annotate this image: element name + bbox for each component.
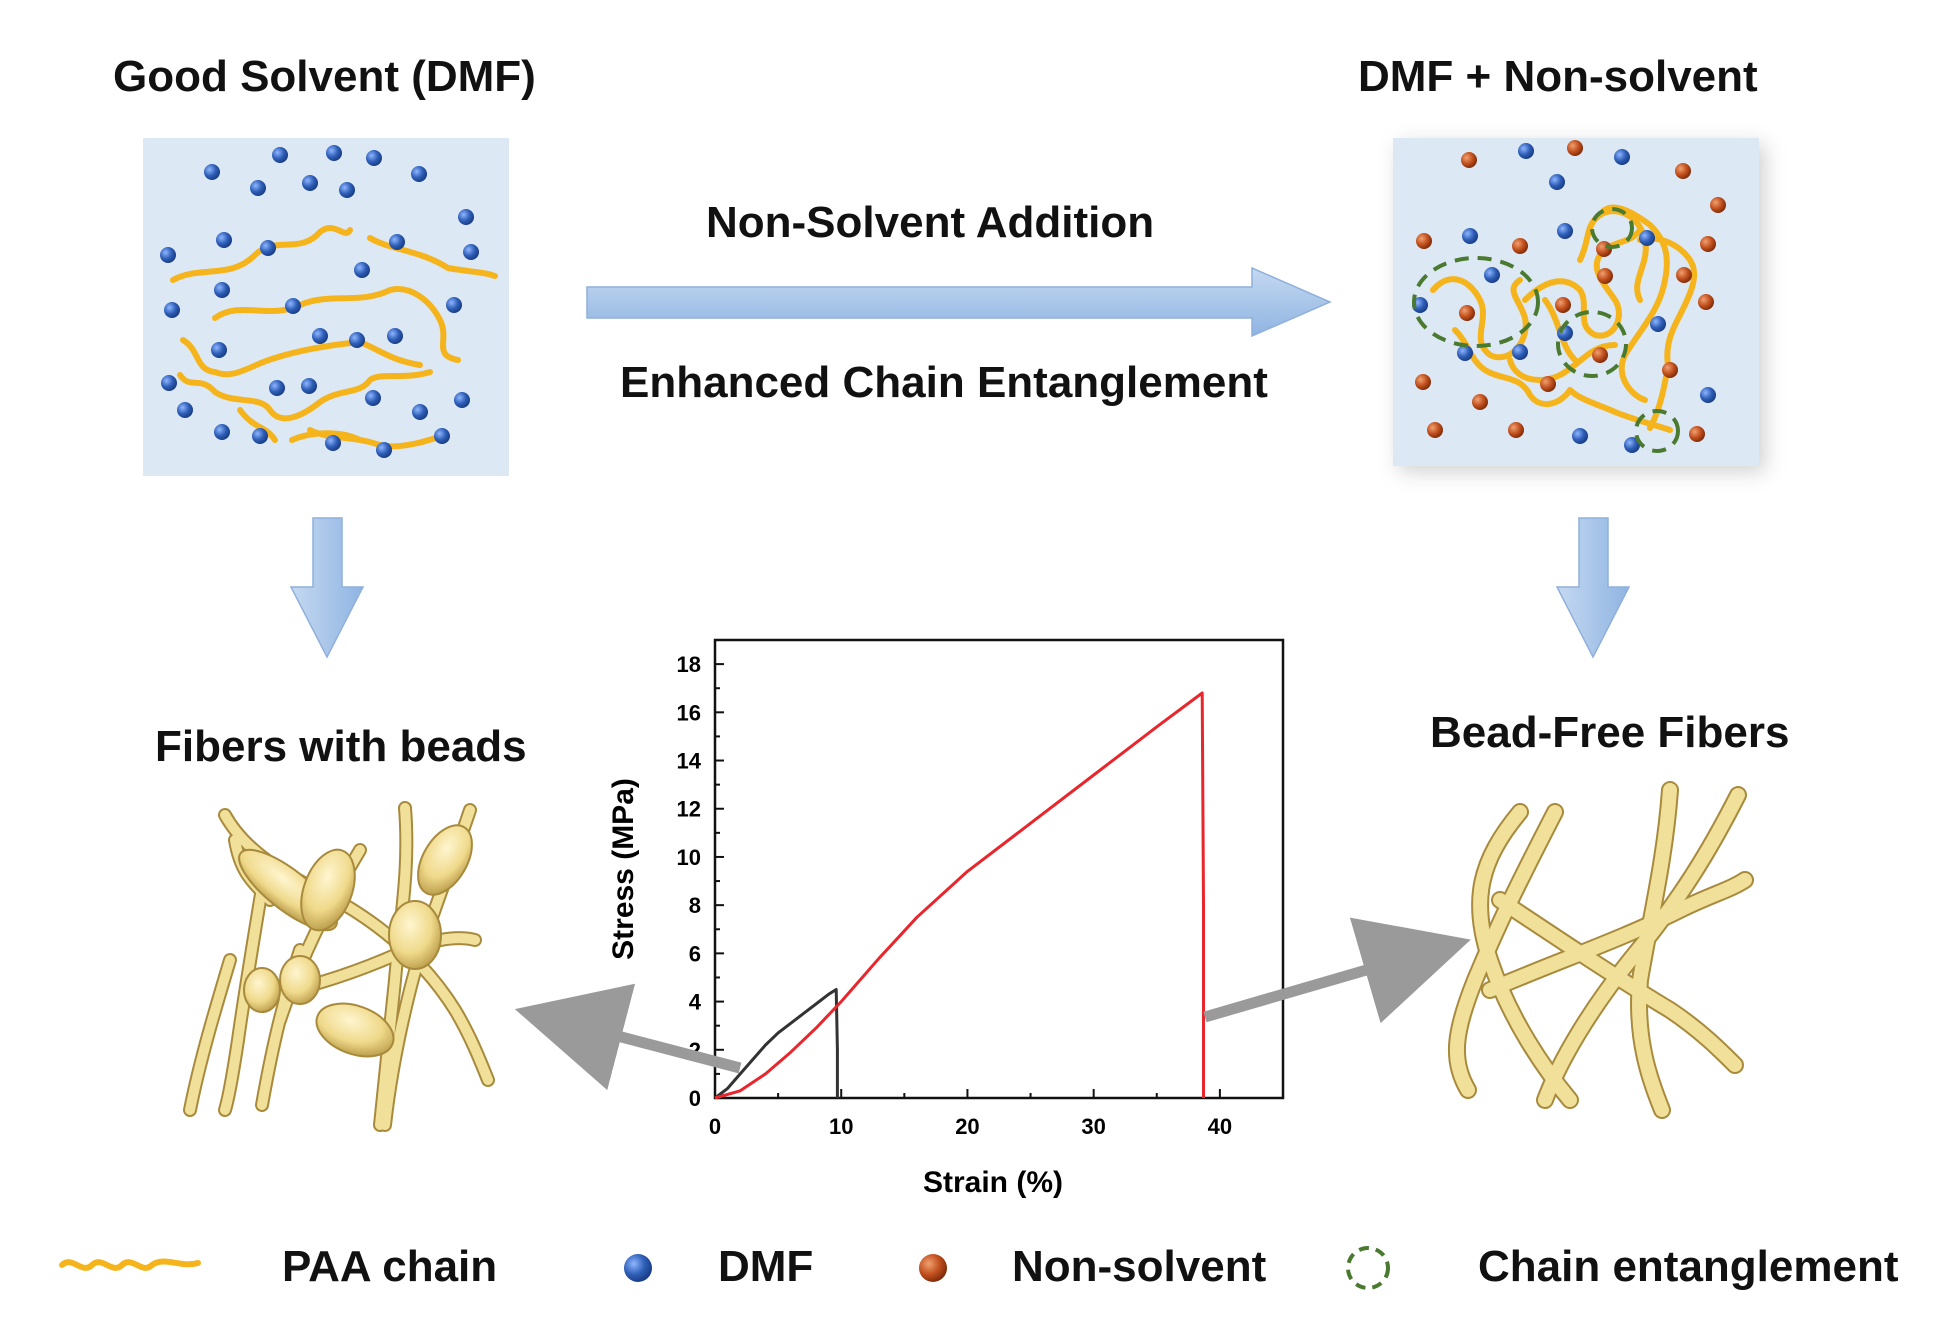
x-tick-label: 30 xyxy=(1081,1114,1105,1139)
paa-chain-icon xyxy=(59,1258,201,1271)
process-bottom-label: Enhanced Chain Entanglement xyxy=(620,358,1268,407)
y-tick-label: 18 xyxy=(677,652,701,677)
y-axis-label: Stress (MPa) xyxy=(607,778,640,960)
bead-free-fibers-illustration xyxy=(1447,781,1754,1119)
legend-non-solvent: Non-solvent xyxy=(1012,1242,1267,1291)
dmf-icon xyxy=(624,1254,652,1282)
left-down-arrow xyxy=(289,517,365,659)
process-arrow xyxy=(586,266,1332,338)
pointer-arrow-right xyxy=(1203,917,1471,1024)
beaded-fibers-illustration xyxy=(183,801,495,1132)
x-tick-label: 10 xyxy=(829,1114,853,1139)
pointer-arrow-left xyxy=(514,983,742,1091)
y-tick-label: 4 xyxy=(689,990,702,1015)
y-tick-label: 0 xyxy=(689,1086,701,1111)
dmf-molecules-right xyxy=(1412,143,1716,453)
y-tick-label: 10 xyxy=(677,845,701,870)
right-down-arrow xyxy=(1555,517,1631,659)
entanglement-icon xyxy=(1346,1246,1390,1290)
left-panel-title: Good Solvent (DMF) xyxy=(113,52,536,101)
non-solvent-molecules xyxy=(1415,140,1726,442)
series-line-1 xyxy=(714,988,839,1100)
entanglement-markers xyxy=(1412,207,1680,453)
legend-entanglement: Chain entanglement xyxy=(1478,1242,1899,1291)
y-tick-label: 6 xyxy=(689,941,701,966)
right-panel-title: DMF + Non-solvent xyxy=(1358,52,1758,101)
x-tick-label: 20 xyxy=(955,1114,979,1139)
beaded-fibers-title: Fibers with beads xyxy=(155,722,527,771)
series-line-2 xyxy=(714,691,1205,1100)
y-tick-label: 12 xyxy=(677,797,701,822)
y-tick-label: 16 xyxy=(677,700,701,725)
good-solvent-panel xyxy=(143,138,509,476)
paa-chains xyxy=(170,225,498,450)
x-tick-label: 40 xyxy=(1208,1114,1232,1139)
mixed-solvent-panel xyxy=(1393,138,1759,466)
legend-dmf: DMF xyxy=(718,1242,814,1291)
x-tick-label: 0 xyxy=(709,1114,721,1139)
y-tick-label: 14 xyxy=(677,749,702,774)
process-top-label: Non-Solvent Addition xyxy=(706,198,1155,247)
bead-free-fibers-title: Bead-Free Fibers xyxy=(1430,708,1790,757)
non-solvent-icon xyxy=(919,1254,947,1282)
dmf-molecules xyxy=(160,145,479,458)
plot-frame xyxy=(713,638,1285,1100)
x-axis-label: Strain (%) xyxy=(923,1166,1063,1199)
y-tick-label: 8 xyxy=(689,893,701,918)
legend-paa-chain: PAA chain xyxy=(282,1242,498,1291)
